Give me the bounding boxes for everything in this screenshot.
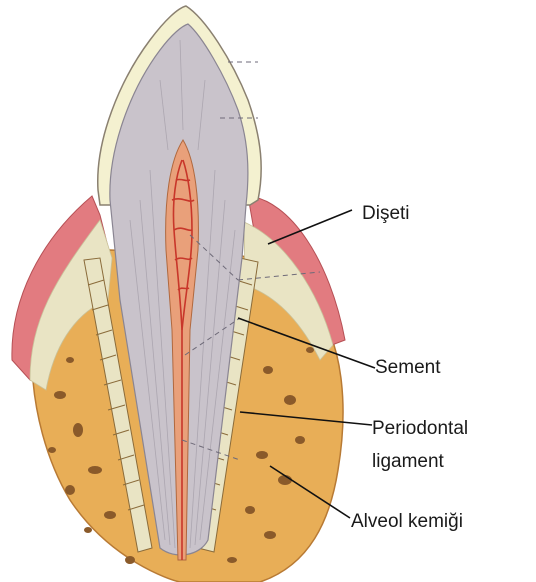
label-periodontal-line2: ligament xyxy=(372,451,445,472)
label-sement: Sement xyxy=(375,357,441,378)
label-periodontal-line1: Periodontal xyxy=(372,418,468,439)
label-alveol: Alveol kemiği xyxy=(351,511,463,532)
label-diseti: Dişeti xyxy=(362,203,410,224)
